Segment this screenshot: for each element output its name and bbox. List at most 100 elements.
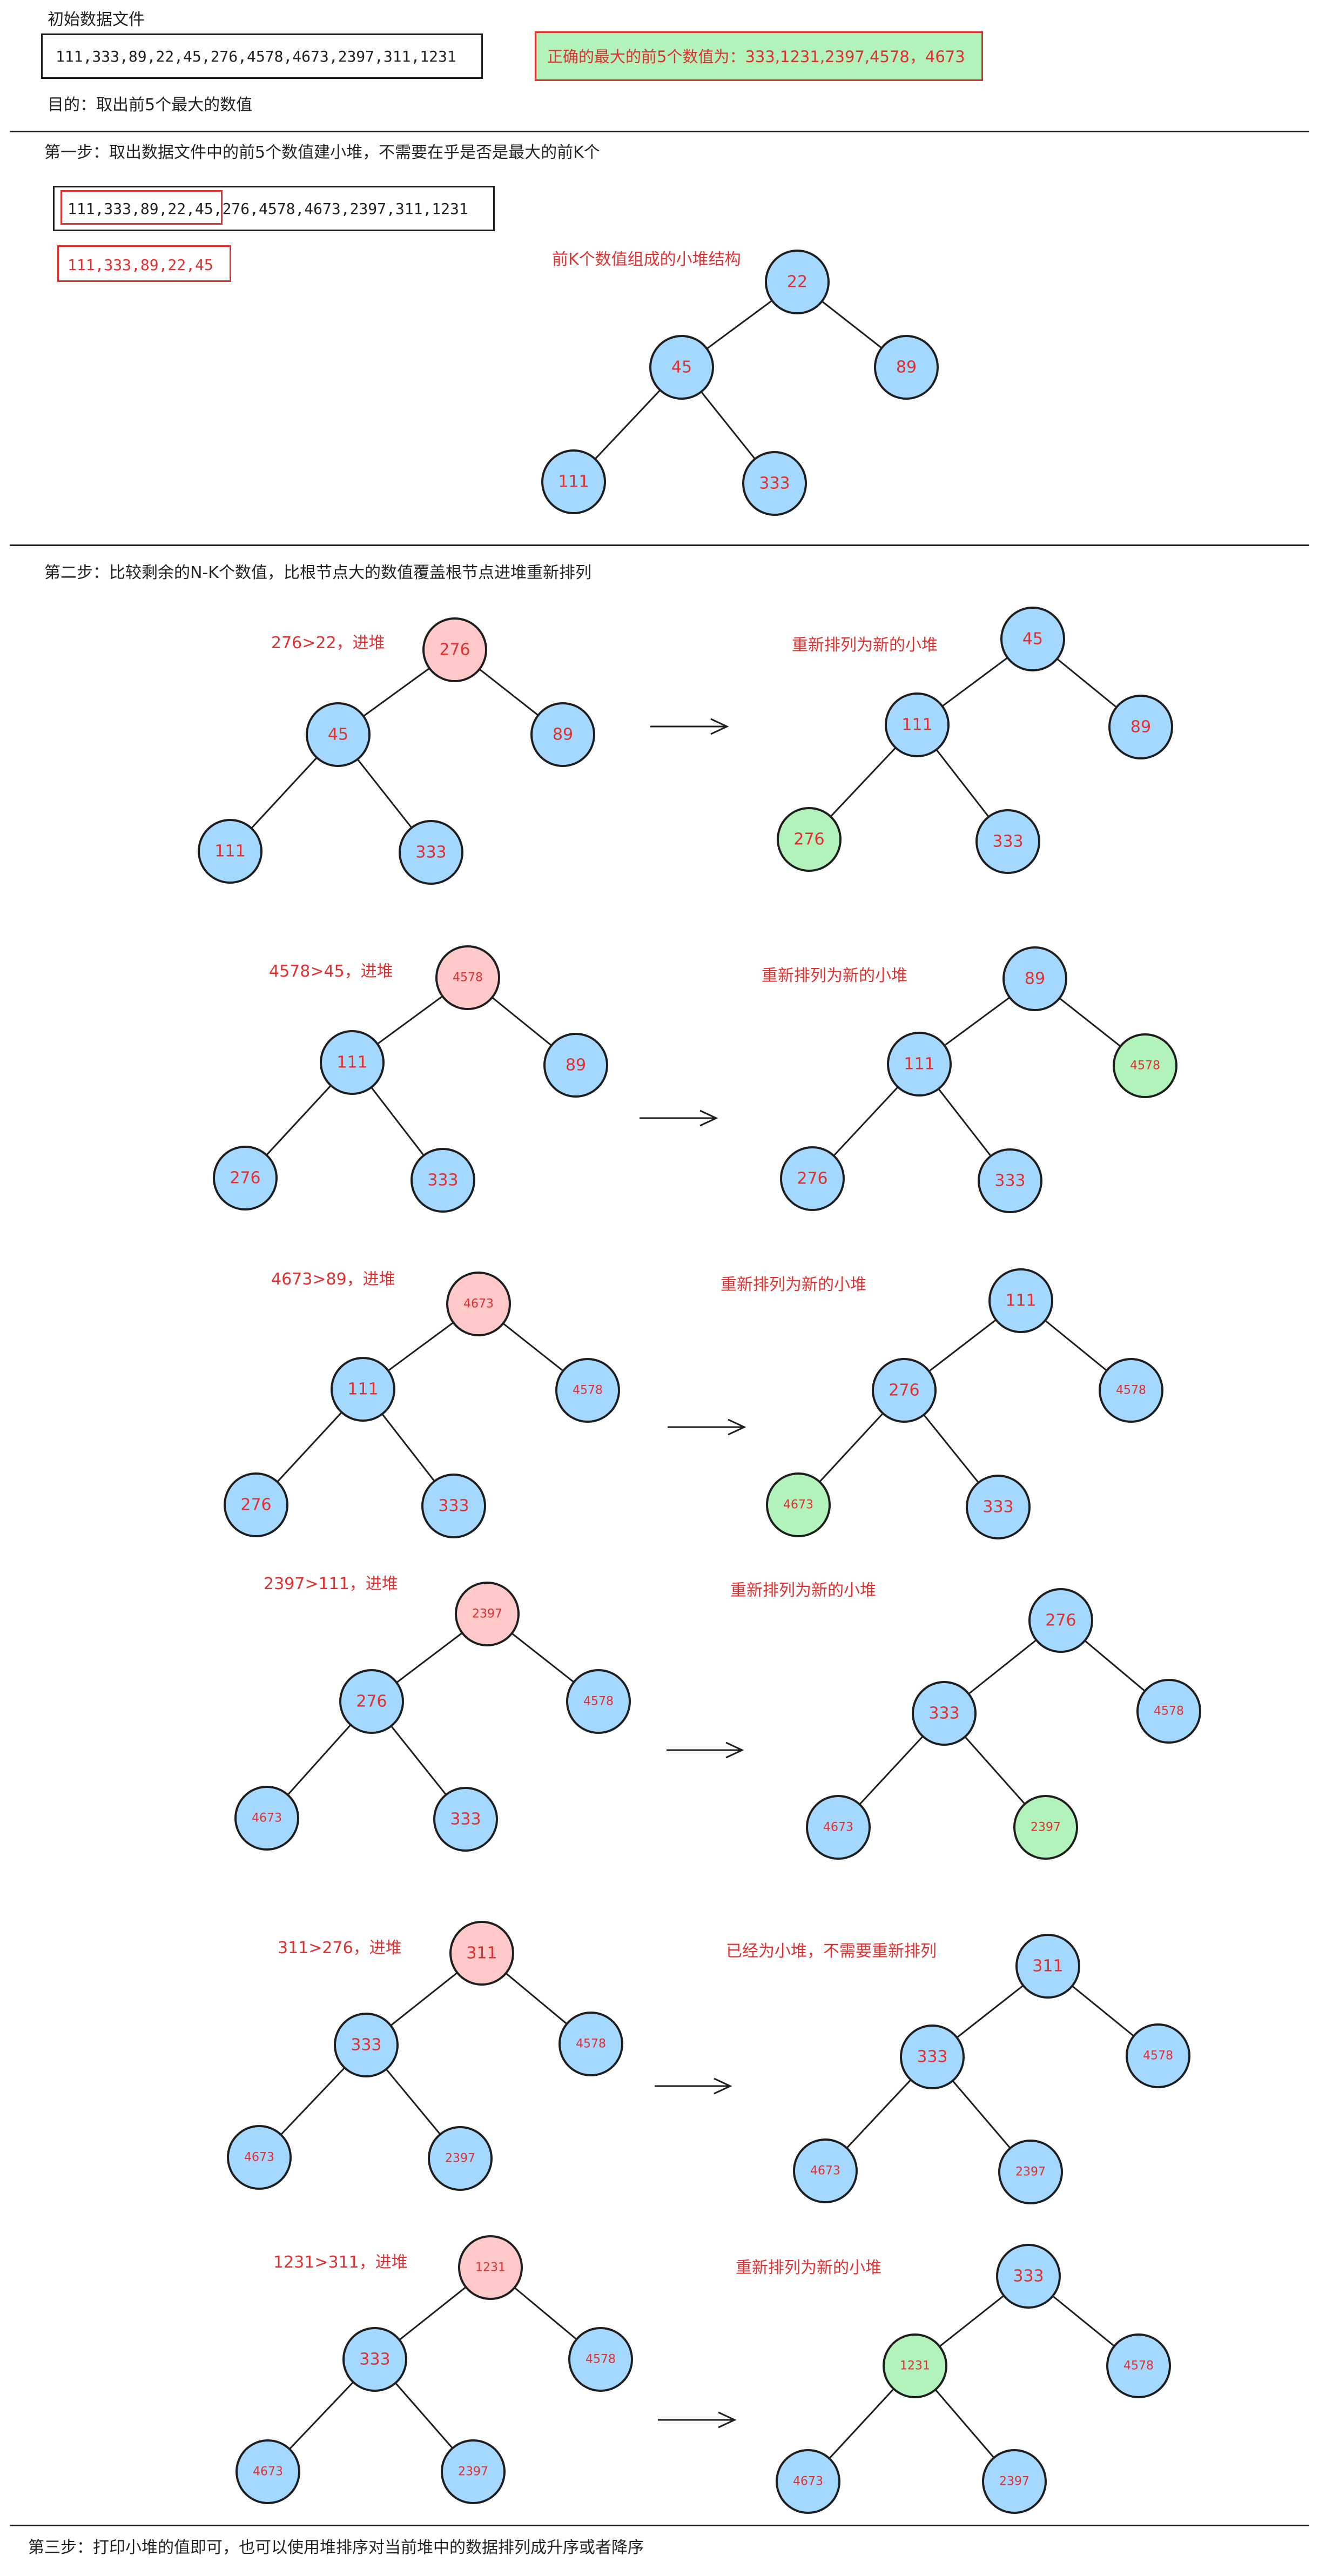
- heap-node-value: 4673: [823, 1821, 853, 1834]
- arrow-head: [714, 2077, 732, 2095]
- tree-edge: [956, 1985, 1024, 2039]
- tree-edge: [833, 1086, 899, 1156]
- heap-node-circle: [777, 807, 842, 872]
- heap-node-value: 333: [928, 1704, 959, 1723]
- tree-edge: [846, 2079, 912, 2149]
- heap-node-value: 333: [982, 1498, 1013, 1517]
- heap-node-value: 333: [992, 832, 1023, 851]
- heap-node-circle: [428, 2126, 493, 2191]
- tree-edge: [859, 1736, 924, 1805]
- tree-edge: [390, 1972, 458, 2027]
- step1-heap-label: 前K个数值组成的小堆结构: [552, 250, 741, 269]
- heap-node-value: 4578: [1116, 1384, 1146, 1397]
- heap-node-circle: [872, 1358, 937, 1423]
- step1-picked-text: 111,333,89,22,45: [68, 256, 213, 274]
- heap-node-value: 4673: [810, 2164, 840, 2178]
- heap-node-value: 2397: [445, 2152, 475, 2165]
- transform-arrow: [655, 2077, 732, 2095]
- tree-edge: [391, 1725, 447, 1795]
- heap-node-circle: [874, 335, 939, 400]
- heap-node-circle: [568, 2327, 633, 2392]
- heap-node-value: 111: [214, 842, 245, 861]
- heap-node-circle: [334, 2013, 399, 2077]
- heap-node-value: 276: [889, 1381, 919, 1400]
- heap-node-circle: [558, 2012, 623, 2076]
- tree-edge: [387, 1322, 454, 1371]
- heap-node-circle: [566, 1669, 631, 1734]
- heap-node-circle: [776, 2449, 840, 2514]
- heap-node-value: 276: [793, 830, 824, 849]
- heap-node-circle: [966, 1475, 1031, 1539]
- section-divider-1: [10, 131, 1309, 132]
- heap-node-circle: [530, 702, 595, 767]
- heap-node-circle: [649, 335, 714, 400]
- step1-data-rest: 111,333,89,22,45,276,4578,4673,2397,311,…: [68, 201, 468, 217]
- transform-arrow: [640, 1109, 718, 1127]
- transform-arrow: [667, 1741, 744, 1759]
- heap-node-circle: [883, 2333, 947, 2398]
- heap-node-circle: [458, 2235, 523, 2300]
- tree-edge: [395, 2382, 453, 2449]
- heap-node-circle: [742, 451, 807, 516]
- heap-node-value: 89: [566, 1056, 586, 1075]
- tree-edge: [830, 747, 897, 817]
- heap-node-value: 4578: [573, 1384, 603, 1397]
- heap-node-value: 333: [438, 1497, 469, 1516]
- heap-node-value: 311: [466, 1944, 497, 1963]
- heap-node-circle: [399, 820, 463, 885]
- heap-node-circle: [1126, 2023, 1190, 2088]
- heap-node-value: 2397: [458, 2465, 488, 2479]
- heap-node-value: 276: [797, 1169, 827, 1188]
- heap-node-circle: [227, 2125, 292, 2190]
- heap-node-circle: [1002, 946, 1067, 1011]
- heap-node-circle: [342, 2327, 407, 2392]
- tree-edge: [287, 1724, 352, 1795]
- tree-edge: [944, 997, 1011, 1046]
- tree-edge: [266, 1085, 332, 1156]
- arrow-head: [718, 2411, 737, 2429]
- heap-node-circle: [765, 250, 830, 314]
- tree-edge: [952, 2080, 1011, 2149]
- heap-node-value: 311: [1032, 1957, 1063, 1976]
- section-divider-2: [10, 544, 1309, 546]
- heap-node-value: 45: [328, 725, 348, 744]
- tree-edge: [399, 2286, 467, 2341]
- step1-data-remaining: ,276,4578,4673,2397,311,1231: [213, 200, 468, 218]
- tree-edge: [1045, 1320, 1107, 1371]
- heap-node-value: 1231: [900, 2359, 930, 2373]
- heap-node-circle: [224, 1472, 288, 1537]
- heap-node-circle: [978, 1148, 1042, 1213]
- heap-node-value: 4673: [783, 1498, 813, 1512]
- heap-node-value: 45: [1022, 630, 1043, 649]
- heap-node-value: 89: [896, 358, 917, 377]
- row6-condition: 1231>311，进堆: [273, 2253, 408, 2272]
- heap-node-value: 276: [240, 1496, 271, 1515]
- tree-edge: [479, 668, 539, 716]
- heap-node-circle: [1113, 1033, 1177, 1098]
- heap-node-circle: [912, 1681, 977, 1746]
- tree-edge: [502, 1322, 564, 1372]
- tree-edge: [1072, 1985, 1134, 2037]
- goal-text: 目的：取出前5个最大的数值: [48, 96, 253, 115]
- tree-edge: [821, 300, 883, 349]
- section-divider-3: [10, 2525, 1309, 2526]
- heap-node-value: 4673: [793, 2475, 823, 2488]
- tree-edge: [1052, 2295, 1115, 2347]
- heap-node-value: 111: [347, 1380, 378, 1399]
- tree-edge: [939, 2295, 1005, 2348]
- row2-result: 重新排列为新的小堆: [762, 966, 907, 985]
- heap-node-value: 45: [671, 358, 692, 377]
- heap-node-value: 111: [1005, 1292, 1036, 1310]
- heap-node-circle: [213, 1146, 278, 1210]
- tree-edge: [505, 1972, 568, 2025]
- heap-node-circle: [331, 1357, 395, 1422]
